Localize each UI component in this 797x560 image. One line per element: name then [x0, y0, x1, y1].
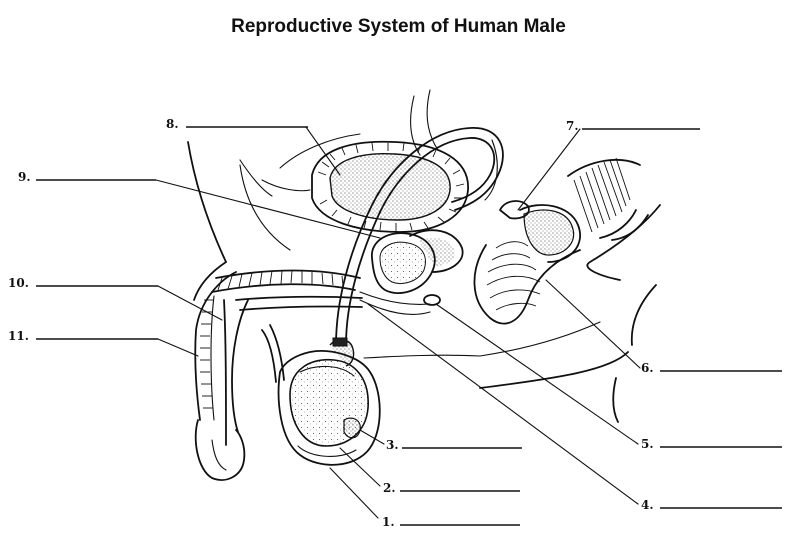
penis [194, 269, 363, 481]
label-1-pointer [329, 467, 379, 519]
label-5: 5. [435, 303, 782, 451]
cowpers-gland [359, 291, 441, 315]
label-6-number: 6. [641, 361, 654, 375]
label-11-pointer [157, 338, 199, 357]
label-2-number: 2. [383, 481, 396, 495]
label-5-number: 5. [641, 437, 654, 451]
label-3-number: 3. [386, 438, 399, 452]
vas-deferens [335, 127, 504, 346]
label-4: 4. [367, 303, 782, 512]
label-4-pointer [367, 303, 639, 505]
urinary-bladder [311, 140, 469, 233]
label-7-pointer [517, 128, 581, 211]
label-9-pointer [155, 179, 381, 239]
label-9: 9. [18, 170, 381, 239]
body-outline [187, 89, 661, 423]
label-3-pointer [359, 429, 385, 445]
label-5-pointer [435, 303, 639, 445]
label-7: 7. [499, 119, 700, 220]
label-10: 10. [8, 276, 223, 321]
rectum [473, 157, 649, 325]
label-11-number: 11. [8, 329, 29, 343]
prostate-gland [371, 229, 464, 294]
perineum-line-2 [479, 321, 601, 357]
seminal-vesicle [499, 200, 530, 220]
label-8: 8. [166, 117, 341, 176]
label-1-number: 1. [382, 515, 395, 529]
label-1: 1. [329, 467, 520, 529]
label-7-number: 7. [566, 119, 579, 133]
label-10-number: 10. [8, 276, 29, 290]
label-2-pointer [339, 447, 381, 487]
label-8-pointer [305, 126, 341, 176]
label-4-number: 4. [641, 498, 654, 512]
label-11: 11. [8, 329, 199, 357]
testis [277, 337, 381, 466]
label-2: 2. [339, 447, 520, 495]
label-8-number: 8. [166, 117, 179, 131]
label-6: 6. [545, 279, 782, 375]
label-9-number: 9. [18, 170, 31, 184]
perineum-line [363, 354, 481, 359]
label-3: 3. [359, 429, 522, 452]
label-10-pointer [157, 285, 223, 321]
label-6-pointer [545, 279, 641, 369]
diagram-title: Reproductive System of Human Male [231, 16, 566, 37]
